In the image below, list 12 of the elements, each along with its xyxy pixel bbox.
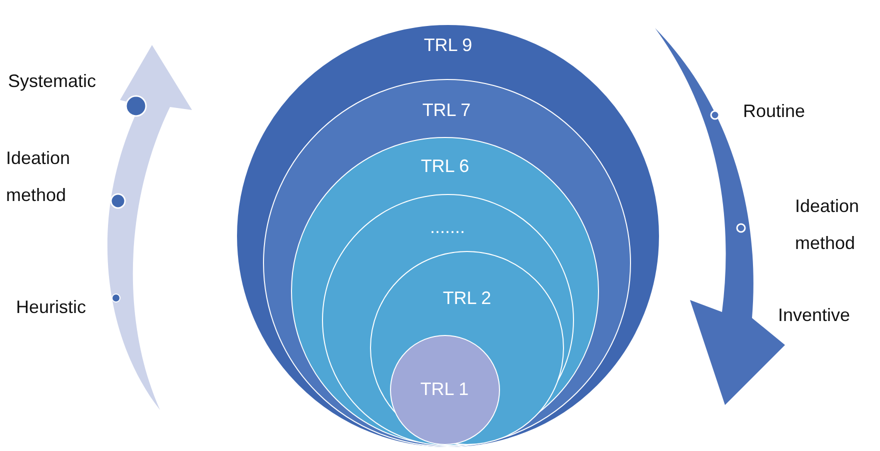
axis-label: Ideation method xyxy=(6,147,72,207)
level-label: TRL 7 xyxy=(421,100,472,120)
level-label: TRL 6 xyxy=(420,156,470,177)
axis-label: Inventive xyxy=(778,304,850,326)
axis-label: Ideation method xyxy=(795,195,860,255)
axis-label: Routine xyxy=(743,100,806,122)
level-label: TRL 9 xyxy=(422,35,474,56)
level-label: ....... xyxy=(428,216,466,238)
axis-label: Systematic xyxy=(8,70,96,92)
level-label: TRL 1 xyxy=(419,378,470,400)
axis-label: Heuristic xyxy=(16,296,86,318)
level-label: TRL 2 xyxy=(442,288,492,309)
